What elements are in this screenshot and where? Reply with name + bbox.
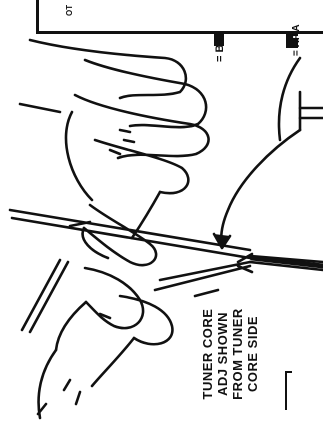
caption-line: TUNER CORE — [200, 290, 215, 418]
inset-box — [36, 0, 323, 34]
callout-arrow — [214, 58, 323, 248]
left-hand-icon — [20, 40, 209, 265]
caption-line: ADJ SHOWN — [215, 290, 230, 418]
caption-line: FROM TUNER — [230, 290, 245, 418]
caption-bracket — [286, 372, 292, 410]
rf-legend-label: = RF A — [292, 24, 302, 56]
right-hand-icon — [38, 268, 172, 418]
tuner-core-icon — [238, 254, 323, 272]
inset-partial-text: OT — [66, 5, 74, 16]
caption: TUNER CORE ADJ SHOWN FROM TUNER CORE SID… — [200, 290, 260, 418]
bplus-legend-label: = B+ — [215, 38, 226, 62]
caption-line: CORE SIDE — [245, 290, 260, 418]
